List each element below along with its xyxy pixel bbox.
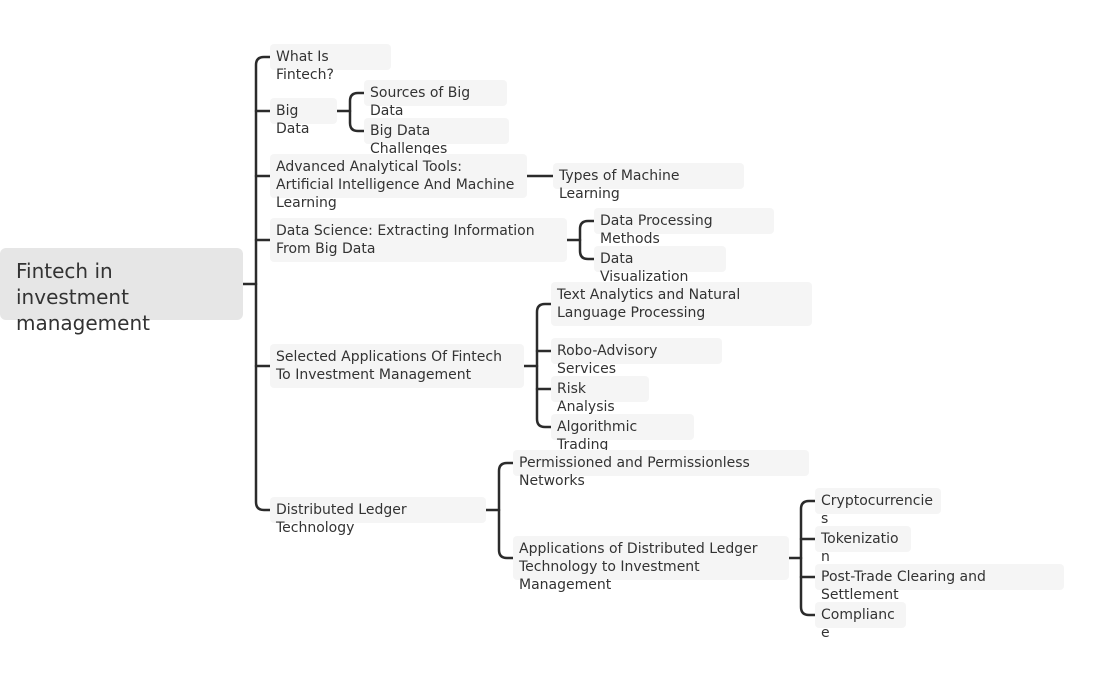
root-topic[interactable]: Fintech in investment management [0,248,243,335]
subtopic-label: Big Data Challenges [370,123,448,157]
subtopic-label: Compliance [821,607,895,641]
topic-selected-applications[interactable]: Selected Applications Of Fintech To Inve… [270,344,524,388]
topic-data-science[interactable]: Data Science: Extracting Information Fro… [270,218,567,262]
subtopic-label: Cryptocurrencies [821,493,933,527]
subtopic-types-of-machine-learning[interactable]: Types of Machine Learning [553,163,744,202]
topic-big-data[interactable]: Big Data [270,98,337,137]
connector-applications-bracket [535,302,553,429]
subtopic-data-processing-methods[interactable]: Data Processing Methods [594,208,774,247]
subtopic-label: Robo-Advisory Services [557,343,658,377]
subtopic-compliance[interactable]: Compliance [815,602,906,641]
connector-root-bracket [254,55,272,512]
subtopic-sources-of-big-data[interactable]: Sources of Big Data [364,80,507,119]
topic-label: Advanced Analytical Tools: Artificial In… [276,159,515,211]
subtopic-label: Applications of Distributed Ledger Techn… [519,541,758,593]
subtopic-risk-analysis[interactable]: Risk Analysis [551,376,649,415]
topic-label: Big Data [276,103,310,137]
topic-label: Distributed Ledger Technology [276,502,407,536]
subtopic-permissioned-networks[interactable]: Permissioned and Permissionless Networks [513,450,809,489]
subtopic-tokenization[interactable]: Tokenization [815,526,911,565]
root-topic-label: Fintech in investment management [16,259,150,335]
topic-label: Data Science: Extracting Information Fro… [276,223,535,257]
subtopic-label: Permissioned and Permissionless Networks [519,455,750,489]
subtopic-label: Tokenization [821,531,899,565]
subtopic-big-data-challenges[interactable]: Big Data Challenges [364,118,509,157]
subtopic-label: Data Processing Methods [600,213,713,247]
subtopic-label: Sources of Big Data [370,85,471,119]
subtopic-label: Post-Trade Clearing and Settlement [821,569,986,603]
subtopic-post-trade-clearing[interactable]: Post-Trade Clearing and Settlement [815,564,1064,603]
topic-label: What Is Fintech? [276,49,334,83]
subtopic-label: Algorithmic Trading [557,419,638,453]
subtopic-robo-advisory[interactable]: Robo-Advisory Services [551,338,722,377]
topic-what-is-fintech[interactable]: What Is Fintech? [270,44,391,83]
topic-distributed-ledger-technology[interactable]: Distributed Ledger Technology [270,497,486,536]
subtopic-label: Text Analytics and Natural Language Proc… [557,287,741,321]
subtopic-label: Data Visualization [600,251,689,285]
subtopic-dlt-applications[interactable]: Applications of Distributed Ledger Techn… [513,536,789,593]
subtopic-text-analytics[interactable]: Text Analytics and Natural Language Proc… [551,282,812,326]
topic-label: Selected Applications Of Fintech To Inve… [276,349,502,383]
connector-data-science-bracket [578,219,596,261]
subtopic-cryptocurrencies[interactable]: Cryptocurrencies [815,488,941,527]
topic-advanced-analytical-tools[interactable]: Advanced Analytical Tools: Artificial In… [270,154,527,211]
subtopic-label: Risk Analysis [557,381,615,415]
connector-dlt-bracket [497,461,515,560]
subtopic-data-visualization[interactable]: Data Visualization [594,246,726,285]
subtopic-label: Types of Machine Learning [559,168,680,202]
subtopic-algorithmic-trading[interactable]: Algorithmic Trading [551,414,694,453]
connector-big-data-bracket [348,91,366,133]
connector-dlt-apps-bracket [799,499,817,617]
